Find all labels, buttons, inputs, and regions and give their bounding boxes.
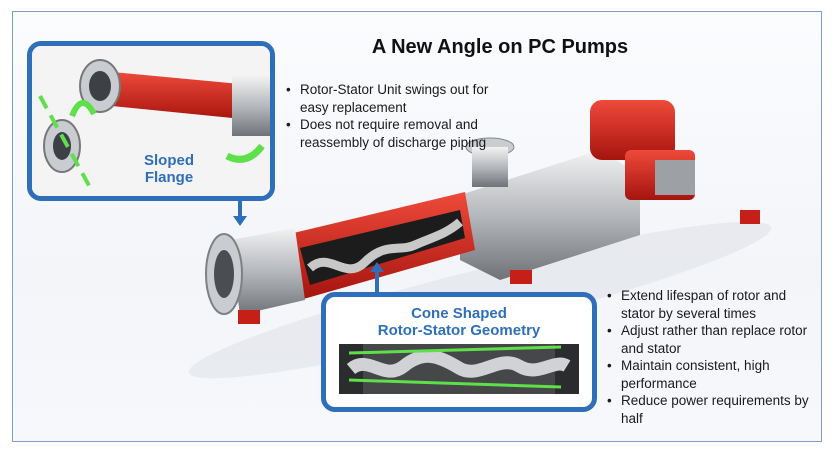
rotor-stator-image	[339, 344, 579, 394]
cone-geometry-callout: Cone Shaped Rotor-Stator Geometry	[321, 292, 597, 412]
bullet-item: Adjust rather than replace rotor and sta…	[607, 322, 817, 357]
label-line: Flange	[144, 169, 194, 186]
sloped-flange-image	[32, 46, 270, 196]
bullet-item: Maintain consistent, high performance	[607, 357, 817, 392]
swing-arrow-icon	[69, 100, 97, 118]
flange-connector-arrow	[233, 216, 247, 226]
cone-geometry-label: Cone Shaped Rotor-Stator Geometry	[326, 305, 592, 339]
cone-connector-arrow	[370, 262, 384, 272]
benefit-bullets: Extend lifespan of rotor and stator by s…	[607, 287, 817, 427]
cone-line-bottom	[348, 378, 562, 389]
label-line: Cone Shaped	[411, 305, 507, 322]
bullet-item: Extend lifespan of rotor and stator by s…	[607, 287, 817, 322]
motor	[590, 100, 675, 160]
bullet-item: Rotor-Stator Unit swings out for easy re…	[286, 81, 496, 116]
label-line: Rotor-Stator Geometry	[377, 322, 541, 339]
bullet-item: Does not require removal and reassembly …	[286, 116, 496, 151]
label-line: Sloped	[143, 152, 194, 169]
sloped-flange-label: Sloped Flange	[124, 152, 214, 186]
sloped-flange-callout: Sloped Flange	[27, 41, 275, 201]
rotate-arrow-icon	[225, 143, 265, 163]
slide-title: A New Angle on PC Pumps	[371, 36, 629, 58]
inlet-housing	[230, 228, 305, 315]
slope-line	[38, 95, 94, 192]
bullet-item: Reduce power requirements by half	[607, 392, 817, 427]
cone-line-top	[348, 345, 562, 355]
swing-out-bullets: Rotor-Stator Unit swings out for easy re…	[286, 81, 496, 151]
